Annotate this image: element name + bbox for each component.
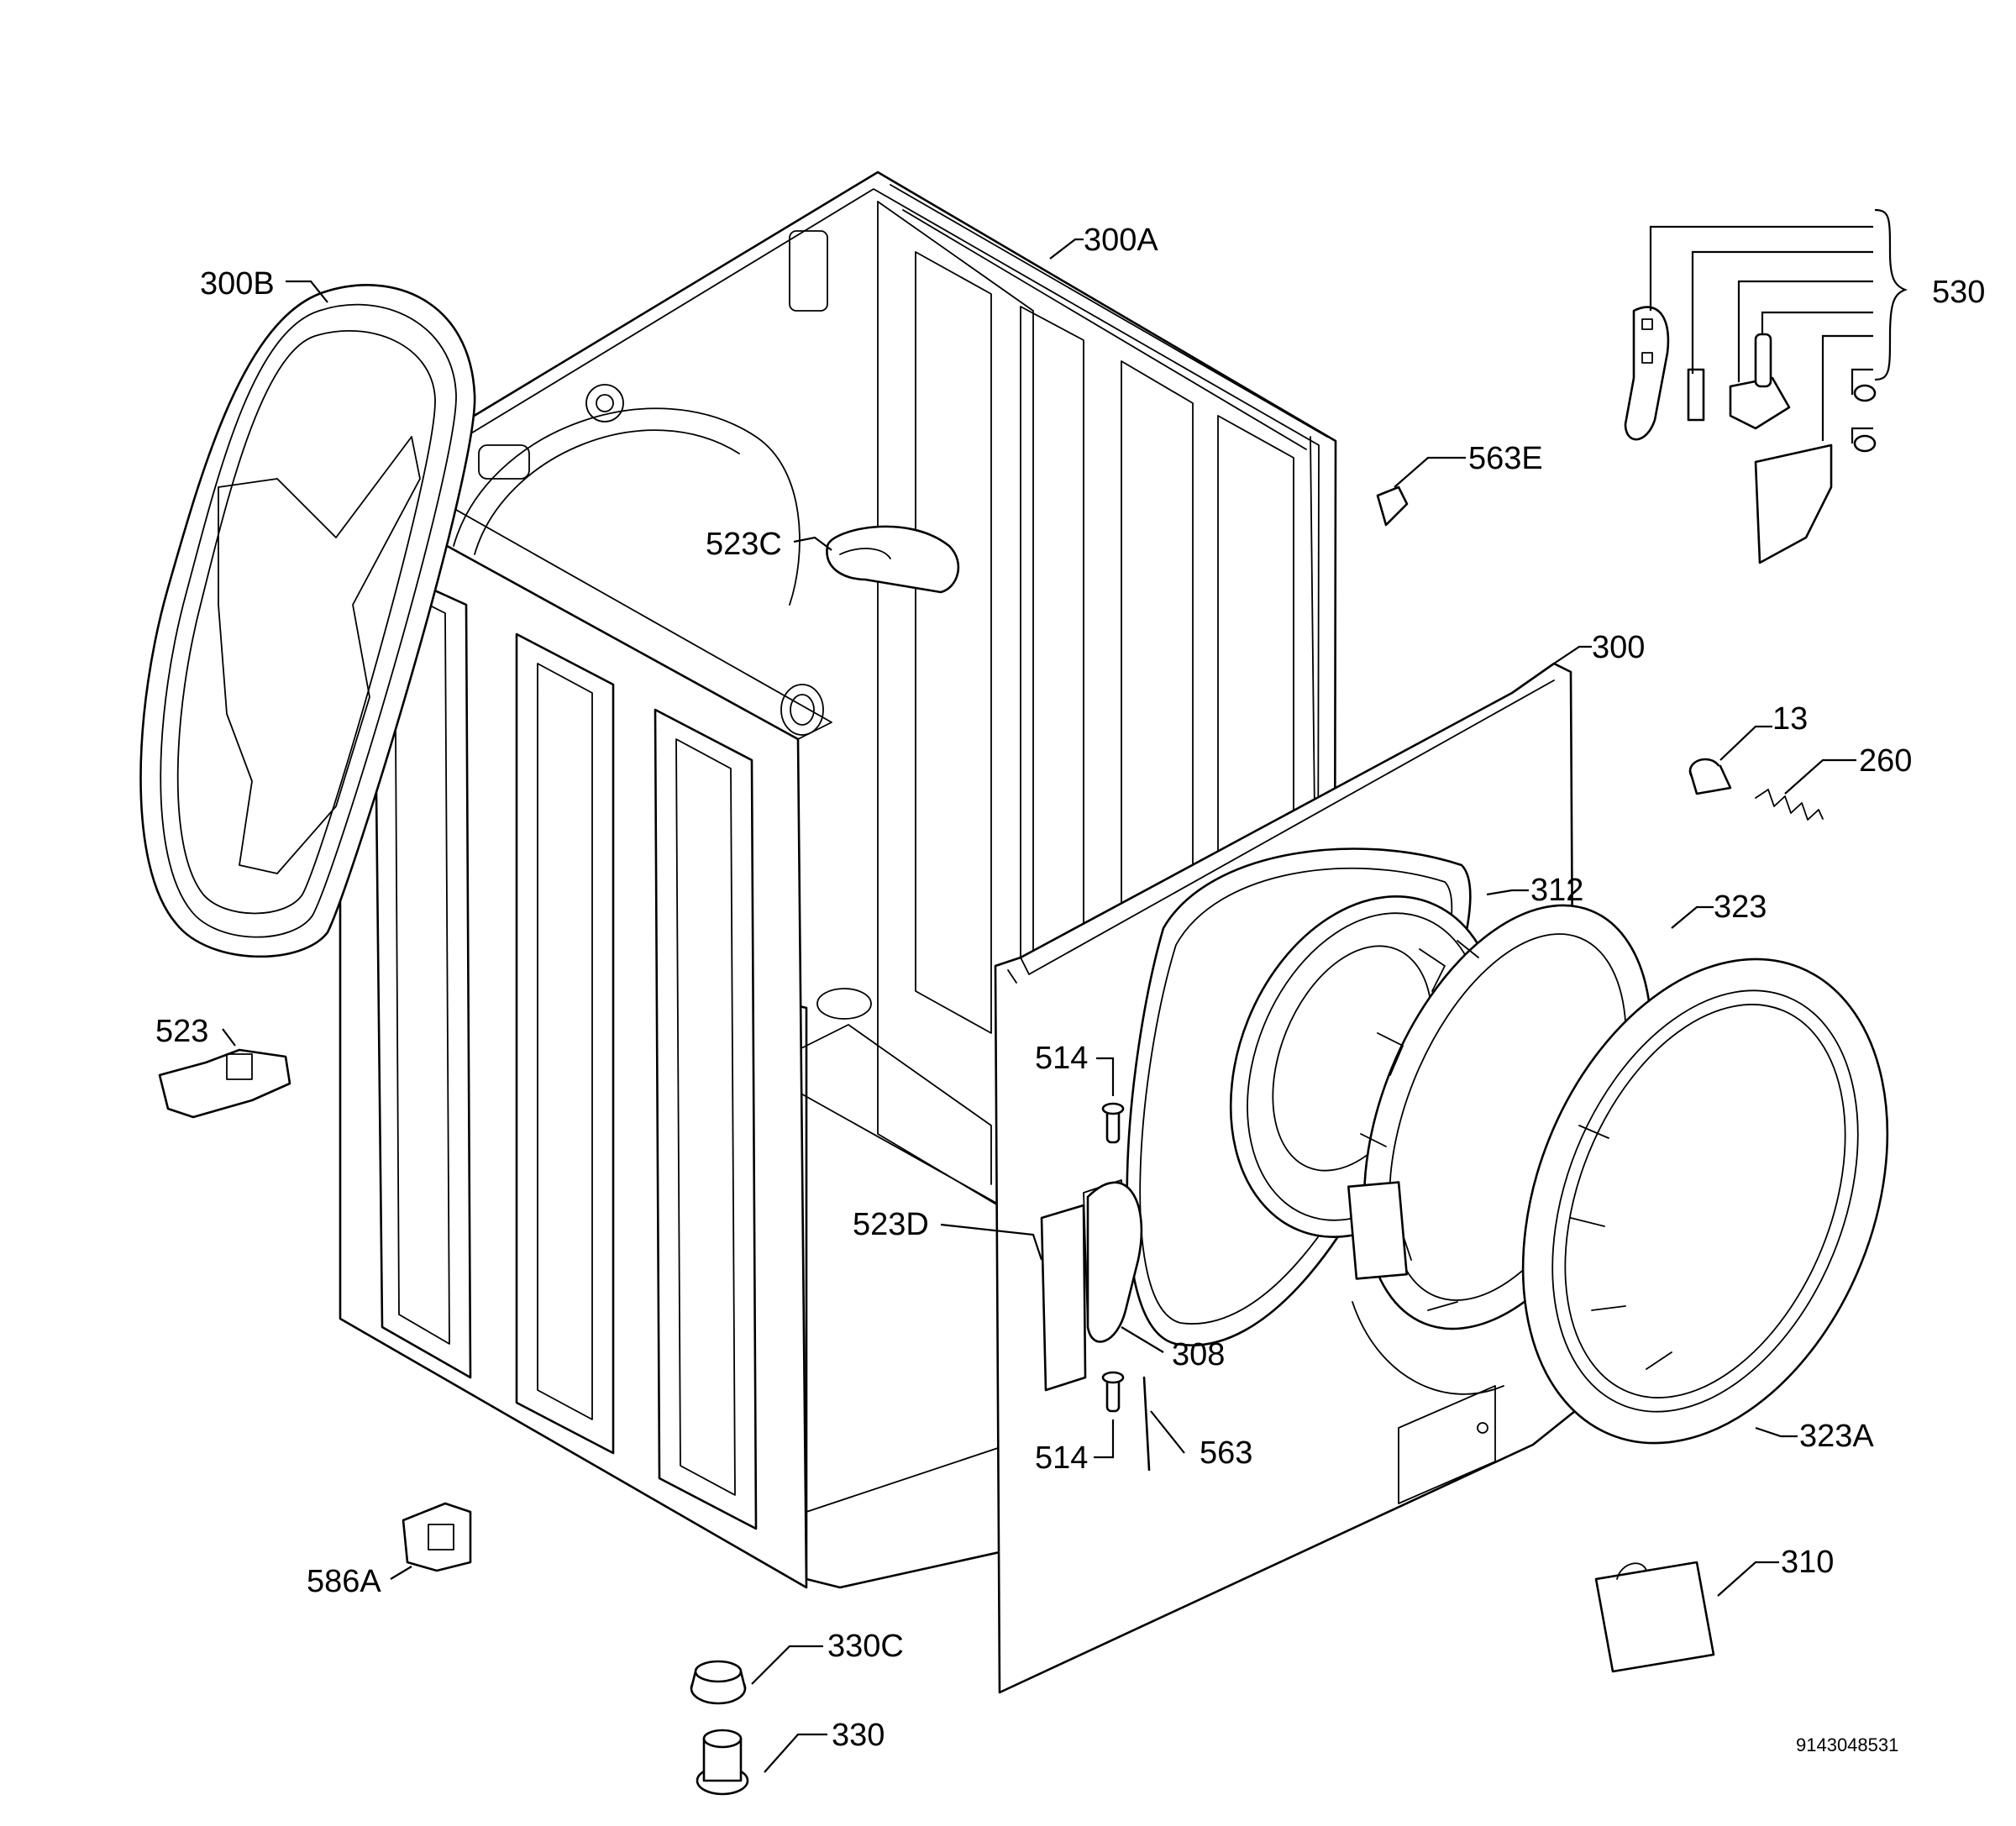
leader-323A	[1755, 1426, 1798, 1438]
label-310: 310	[1781, 1545, 1834, 1580]
screw-514-top	[1096, 1057, 1125, 1144]
label-323: 323	[1714, 889, 1767, 925]
label-523D: 523D	[853, 1207, 929, 1242]
leader-300A	[1049, 238, 1084, 260]
label-523: 523	[155, 1014, 208, 1049]
leader-300	[1553, 645, 1592, 664]
label-330C: 330C	[827, 1629, 904, 1664]
door-outer-ring-323A	[1352, 958, 1889, 1445]
label-300A: 300A	[1084, 223, 1158, 258]
label-260: 260	[1859, 743, 1912, 779]
label-563: 563	[1200, 1435, 1252, 1471]
pin-563	[1142, 1376, 1185, 1472]
foot-330	[696, 1729, 827, 1796]
leader-312	[1486, 889, 1529, 896]
leader-300B	[286, 280, 328, 303]
bracket-563E	[1376, 456, 1466, 527]
label-530: 530	[1932, 275, 1985, 310]
label-308: 308	[1172, 1337, 1225, 1372]
back-cover-300B	[139, 284, 476, 958]
hose-holder-523C	[793, 525, 960, 594]
bushing-13	[1688, 725, 1772, 795]
label-300: 300	[1592, 630, 1645, 665]
leader-323	[1671, 905, 1714, 929]
foot-586A	[390, 1502, 472, 1580]
document-number: 9143048531	[1796, 1734, 1898, 1755]
door-lock-523D	[940, 1204, 1087, 1392]
hinge-kit-530	[1624, 208, 1908, 564]
label-514-bottom: 514	[1035, 1440, 1088, 1476]
label-514-top: 514	[1035, 1041, 1088, 1076]
label-13: 13	[1772, 701, 1808, 737]
label-312: 312	[1530, 873, 1583, 908]
knob-330C	[690, 1645, 823, 1705]
label-323A: 323A	[1799, 1419, 1874, 1454]
holder-523	[158, 1028, 291, 1119]
label-586A: 586A	[307, 1564, 381, 1599]
filter-cover-310	[1594, 1561, 1779, 1673]
label-300B: 300B	[200, 266, 275, 302]
label-563E: 563E	[1468, 441, 1543, 476]
screw-514-bottom	[1094, 1371, 1125, 1459]
spring-260	[1755, 758, 1856, 821]
label-523C: 523C	[706, 527, 782, 562]
hinge-308	[1086, 1181, 1164, 1353]
side-panel	[339, 470, 832, 1589]
label-330: 330	[832, 1718, 885, 1753]
